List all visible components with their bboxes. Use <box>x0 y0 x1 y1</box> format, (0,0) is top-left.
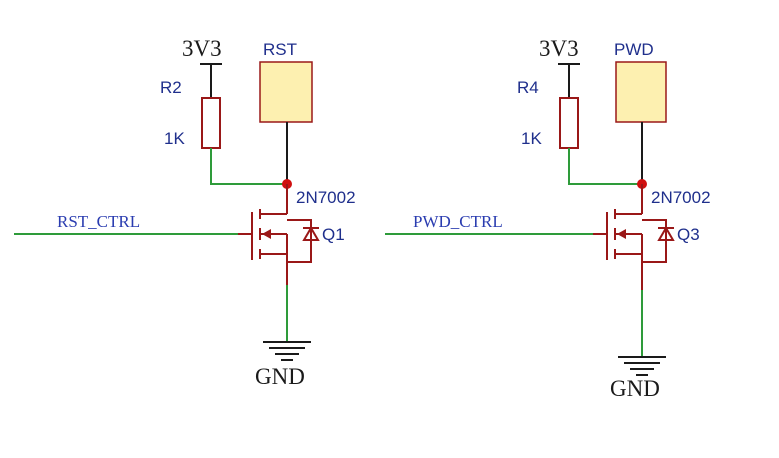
circuit-rst: 3V3 R2 1K RST <box>14 36 356 389</box>
net-label: RST_CTRL <box>57 212 140 231</box>
supply-label: 3V3 <box>182 36 222 61</box>
resistor-body <box>559 97 579 149</box>
resistor-value: 1K <box>521 129 542 148</box>
circuit-pwd: 3V3 R4 1K PWD <box>385 36 711 401</box>
resistor-drain-wire <box>210 148 287 185</box>
supply-label: 3V3 <box>539 36 579 61</box>
mosfet-part: 2N7002 <box>296 188 356 207</box>
net-label: PWD_CTRL <box>413 212 503 231</box>
ground-label: GND <box>255 364 305 389</box>
mosfet-part: 2N7002 <box>651 188 711 207</box>
mosfet-symbol <box>238 184 320 285</box>
ground-symbol <box>263 341 311 361</box>
resistor-ref: R4 <box>517 78 539 97</box>
port-label: RST <box>263 40 297 59</box>
ground-symbol <box>618 356 666 376</box>
resistor-ref: R2 <box>160 78 182 97</box>
port-box[interactable] <box>615 61 667 123</box>
port-box[interactable] <box>259 61 313 123</box>
ground-label: GND <box>610 376 660 401</box>
resistor-drain-wire <box>568 148 642 185</box>
mosfet-ref: Q3 <box>677 225 700 244</box>
mosfet-ref: Q1 <box>322 225 345 244</box>
mosfet-symbol <box>593 184 675 290</box>
resistor-value: 1K <box>164 129 185 148</box>
port-label: PWD <box>614 40 654 59</box>
resistor-body <box>201 97 221 149</box>
